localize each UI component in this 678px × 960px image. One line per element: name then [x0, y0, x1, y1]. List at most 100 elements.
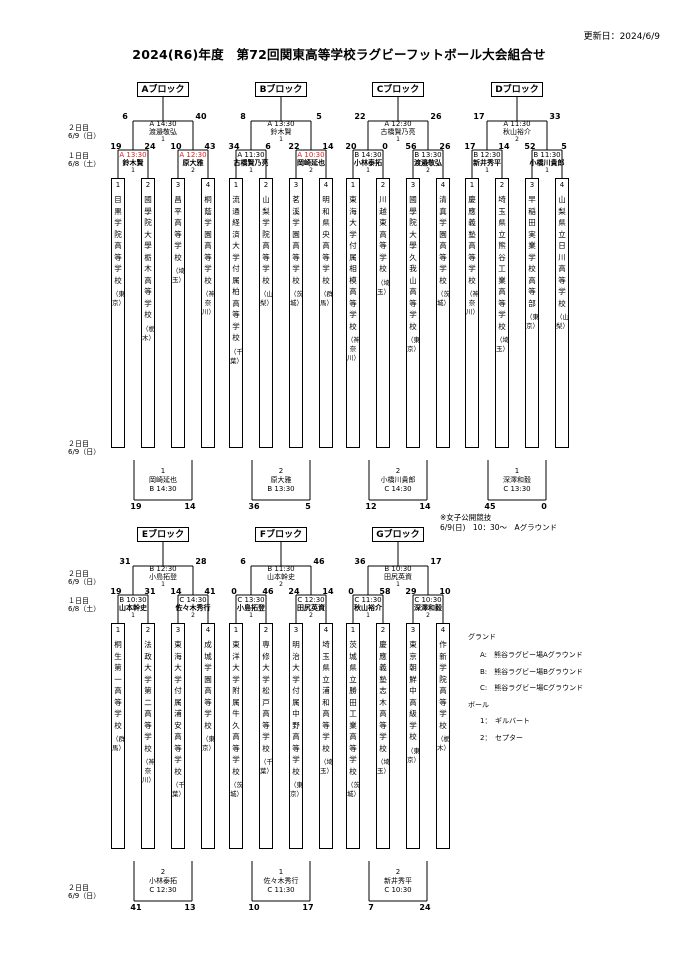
block-header-2: Cブロック [372, 82, 424, 97]
team-number: 1 [233, 181, 239, 189]
final-score-left: 8 [240, 112, 246, 121]
team-number: 4 [440, 181, 446, 189]
final-ground: B 11:30 [267, 565, 295, 573]
legend-ball-1: 1： ギルバート [480, 717, 530, 725]
semi2-referee: 岡崎延也 [297, 159, 325, 167]
semi2-ball: 2 [426, 612, 430, 619]
block-header-0: Eブロック [137, 527, 189, 542]
team-name: 専修大学松戸高等学校 [262, 640, 270, 753]
final-ball: 1 [396, 581, 400, 588]
semi2-ground: C 14:30 [179, 596, 207, 604]
semi2-score-right: 5 [561, 142, 567, 151]
block-header-1: Fブロック [255, 527, 307, 542]
team-number: 4 [559, 181, 565, 189]
team-name: 早稲田実業学校高等部 [528, 195, 536, 308]
semi1-ball: 1 [366, 167, 370, 174]
semi1-ground: C 11:30 [354, 596, 382, 604]
team-prefecture: （栃木） [437, 735, 450, 752]
team-number: 4 [440, 626, 446, 634]
final-referee: 鈴木賢 [270, 128, 292, 136]
team-number: 2 [145, 626, 151, 634]
cons-score-right: 14 [184, 502, 196, 511]
cons-score-left: 10 [248, 903, 260, 912]
semi2-score-right: 26 [439, 142, 451, 151]
final-score-left: 36 [354, 557, 366, 566]
final-ball: 1 [396, 136, 400, 143]
cons-ball: 1 [278, 868, 284, 876]
cons-ball: 2 [395, 467, 401, 475]
team-prefecture: （埼玉） [377, 278, 390, 296]
team-prefecture: （東京） [526, 313, 539, 330]
team-number: 2 [499, 181, 505, 189]
team-name: 埼玉県立浦和高等学校 [322, 640, 330, 753]
team-prefecture: （栃木） [142, 324, 155, 342]
team-prefecture: （神奈川） [347, 336, 360, 362]
cons-score-right: 17 [302, 903, 314, 912]
team-prefecture: （東京） [407, 746, 420, 764]
team-name: 慶應義塾高等学校 [468, 195, 476, 285]
semi2-score-left: 56 [405, 142, 417, 151]
semi2-referee: 渡邉敬弘 [414, 159, 442, 167]
semi2-score-left: 29 [405, 587, 417, 596]
team-prefecture: （茨城） [347, 781, 360, 798]
cons-ground: C 11:30 [267, 886, 295, 894]
team-name: 明治大学付属中野高等学校 [292, 640, 300, 776]
final-score-right: 5 [316, 112, 322, 121]
semi2-ground: A 12:30 [179, 151, 207, 159]
cons-referee: 小橋川貴郎 [380, 476, 416, 484]
team-name: 埼玉県立熊谷工業高等学校 [498, 195, 506, 331]
team-name: 國學院大學久我山高等学校 [409, 195, 417, 331]
team-prefecture: （群馬） [320, 290, 333, 307]
semi2-score-right: 14 [322, 587, 334, 596]
team-number: 3 [529, 181, 535, 189]
team-number: 2 [380, 181, 386, 189]
semi2-ground: B 11:30 [533, 151, 561, 159]
cons-score-left: 41 [130, 903, 142, 912]
final-score-left: 6 [122, 112, 128, 121]
team-name: 成城学園高等学校 [204, 640, 212, 730]
team-name: 東海大学付属相模高等学校 [349, 195, 357, 331]
team-prefecture: （東京） [290, 781, 303, 798]
team-name: 桐蔭学園高等学校 [204, 195, 212, 285]
team-name: 作新学院高等学校 [439, 640, 447, 730]
semi2-score-left: 52 [524, 142, 536, 151]
final-score-left: 31 [119, 557, 131, 566]
team-number: 4 [205, 181, 211, 189]
block-header-1: Bブロック [255, 82, 307, 97]
semi1-score-left: 34 [228, 142, 240, 151]
semi2-ball: 2 [309, 612, 313, 619]
legend-ball-title: ボール [468, 701, 489, 709]
team-number: 3 [293, 181, 299, 189]
semi2-ball: 2 [191, 612, 195, 619]
semi2-score-left: 22 [288, 142, 300, 151]
team-number: 2 [263, 626, 269, 634]
semi2-score-left: 10 [170, 142, 182, 151]
team-4: 4 作新学院高等学校 （栃木） [436, 623, 450, 849]
final-score-right: 26 [430, 112, 442, 121]
cons-referee: 深澤和毅 [503, 476, 531, 484]
team-prefecture: （群馬） [112, 735, 125, 752]
semi2-referee: 原大雅 [182, 159, 204, 167]
legend-ball-2: 2： セプター [480, 734, 523, 742]
semi2-ball: 2 [309, 167, 313, 174]
semi1-referee: 新井秀平 [473, 159, 501, 167]
cons-score-left: 12 [365, 502, 377, 511]
team-number: 3 [175, 626, 181, 634]
semi2-ball: 2 [426, 167, 430, 174]
update-date: 更新日：2024/6/9 [583, 32, 660, 42]
final-score-right: 40 [195, 112, 207, 121]
